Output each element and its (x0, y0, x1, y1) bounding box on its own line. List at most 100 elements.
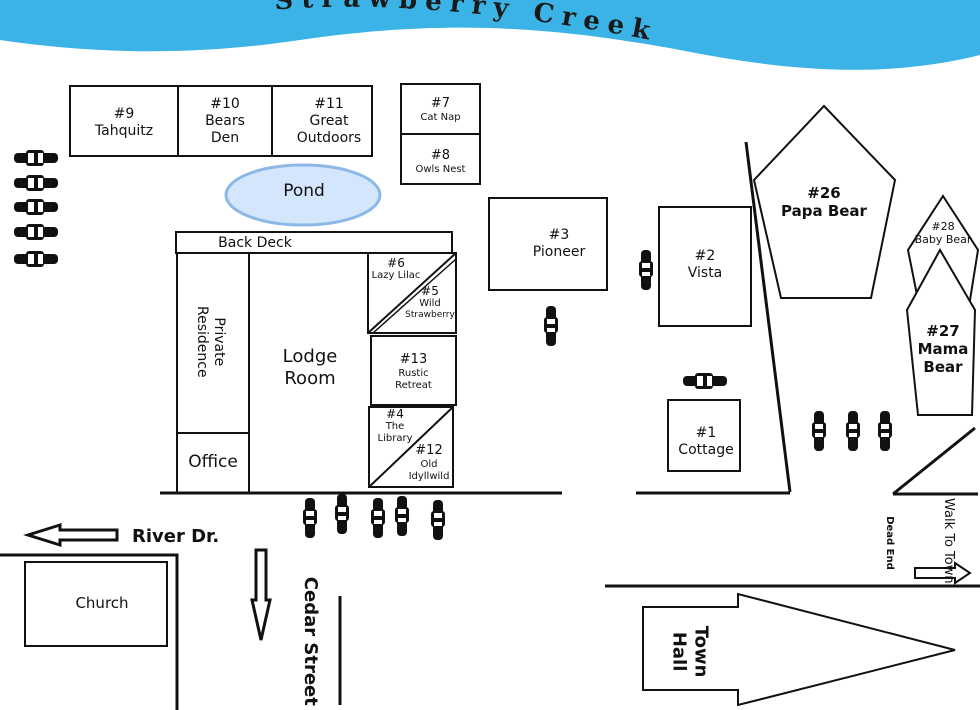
label-mama-bear: #27 Mama Bear (910, 322, 976, 376)
label-great-outdoors: #11 Great Outdoors (272, 96, 386, 146)
cabin-name: Baby Bear (914, 233, 972, 247)
cabin-name: Lazy Lilac (371, 270, 421, 282)
cabin-name: Den (210, 129, 240, 146)
cabin-number: #7 (430, 96, 451, 111)
car-icon (395, 496, 409, 536)
cabin-name: Tahquitz (94, 122, 154, 139)
cabin-name: Bears (205, 112, 245, 129)
cabin-name: The (385, 421, 405, 433)
label-rustic-retreat: #13 Rustic Retreat (371, 352, 456, 392)
label-dead-end: Dead End (884, 516, 895, 570)
label-wild-strawberry: #5 Wild Strawberry (402, 284, 458, 321)
car-icon (14, 199, 58, 215)
cabin-number: #5 (421, 284, 439, 298)
cabin-name: Cat Nap (420, 111, 461, 123)
building-name: Town (690, 625, 712, 678)
cabin-name: Bear (923, 358, 963, 376)
building-name: Lodge (282, 346, 338, 367)
label-papa-bear: #26 Papa Bear (770, 184, 878, 220)
cabin-name: Old (420, 458, 438, 470)
cabin-name: Retreat (395, 379, 432, 391)
cabin-number: #10 (210, 96, 240, 112)
cabin-number: #6 (387, 256, 405, 270)
label-lodge-room: Lodge Room (265, 346, 355, 389)
label-town-hall: Town Hall (668, 620, 712, 684)
building-tahquitz (69, 85, 179, 157)
car-icon (812, 411, 826, 451)
cabin-name: Strawberry (405, 310, 455, 321)
label-office: Office (188, 452, 238, 472)
building-papa-bear (752, 104, 897, 299)
label-cottage: #1 Cottage (668, 425, 744, 459)
strawberry-creek (0, 0, 980, 70)
building-bears-den (177, 85, 273, 157)
cabin-name: Library (377, 433, 413, 445)
building-mama-bear (905, 247, 977, 416)
label-lazy-lilac: #6 Lazy Lilac (369, 256, 423, 282)
label-river-dr: River Dr. (132, 526, 220, 547)
label-the-library: #4 The Library (371, 407, 419, 445)
pond (224, 163, 382, 227)
cabin-name: Pioneer (532, 243, 586, 260)
car-icon (846, 411, 860, 451)
label-cat-nap: #7 Cat Nap (401, 96, 480, 124)
label-vista: #2 Vista (659, 248, 751, 282)
cabin-name: Papa Bear (781, 202, 867, 220)
car-icon (14, 150, 58, 166)
car-icon (431, 500, 445, 540)
building-name: Residence (194, 306, 210, 378)
label-cedar-street: Cedar Street (299, 576, 321, 706)
label-walk-to-town: Walk To Town (940, 497, 956, 584)
label-pond: Pond (283, 181, 325, 201)
cedar-street-arrow (250, 548, 272, 641)
walk-to-town-arrow (914, 561, 972, 585)
label-baby-bear: #28 Baby Bear (908, 220, 978, 246)
car-icon (14, 251, 58, 267)
building-rustic-retreat (370, 335, 457, 406)
car-icon (335, 494, 349, 534)
car-icon (14, 224, 58, 240)
building-owls-nest (400, 133, 481, 185)
car-icon (639, 250, 653, 290)
cabin-number: #2 (694, 248, 716, 264)
car-icon (544, 306, 558, 346)
car-icon (303, 498, 317, 538)
car-icon (371, 498, 385, 538)
cabin-number: #4 (386, 407, 404, 421)
building-pioneer (488, 197, 608, 291)
cabin-number: #27 (926, 322, 960, 340)
car-icon (878, 411, 892, 451)
cabin-name: Owls Nest (415, 163, 466, 175)
cabin-number: #12 (415, 443, 443, 458)
cabin-name: Cottage (678, 441, 734, 458)
building-town-hall (642, 592, 956, 707)
label-back-deck: Back Deck (218, 235, 292, 251)
cabin-number: #3 (548, 227, 570, 243)
building-church (24, 561, 168, 647)
river-dr-arrow (22, 522, 119, 548)
building-vista (658, 206, 752, 327)
label-tahquitz: #9 Tahquitz (70, 106, 178, 140)
cabin-number: #13 (399, 352, 428, 367)
cabin-number: #26 (807, 184, 841, 202)
label-old-idyllwild: #12 Old Idyllwild (403, 443, 455, 483)
cabin-name: Outdoors (296, 129, 362, 146)
label-private-residence: Private Residence (193, 292, 227, 392)
building-name: Hall (669, 631, 690, 672)
label-owls-nest: #8 Owls Nest (401, 148, 480, 176)
label-bears-den: #10 Bears Den (178, 96, 272, 146)
cabin-name: Idyllwild (408, 470, 450, 482)
cabin-name: Vista (687, 264, 723, 281)
cabin-name: Wild (419, 298, 441, 310)
back-deck (175, 231, 453, 254)
cabin-number: #9 (113, 106, 135, 122)
label-pioneer: #3 Pioneer (489, 227, 629, 261)
cabin-name: Mama (917, 340, 969, 358)
building-great-outdoors (271, 85, 373, 157)
cabin-number: #28 (931, 220, 955, 233)
car-icon (14, 175, 58, 191)
cabin-number: #8 (430, 148, 451, 163)
label-church: Church (75, 594, 129, 612)
